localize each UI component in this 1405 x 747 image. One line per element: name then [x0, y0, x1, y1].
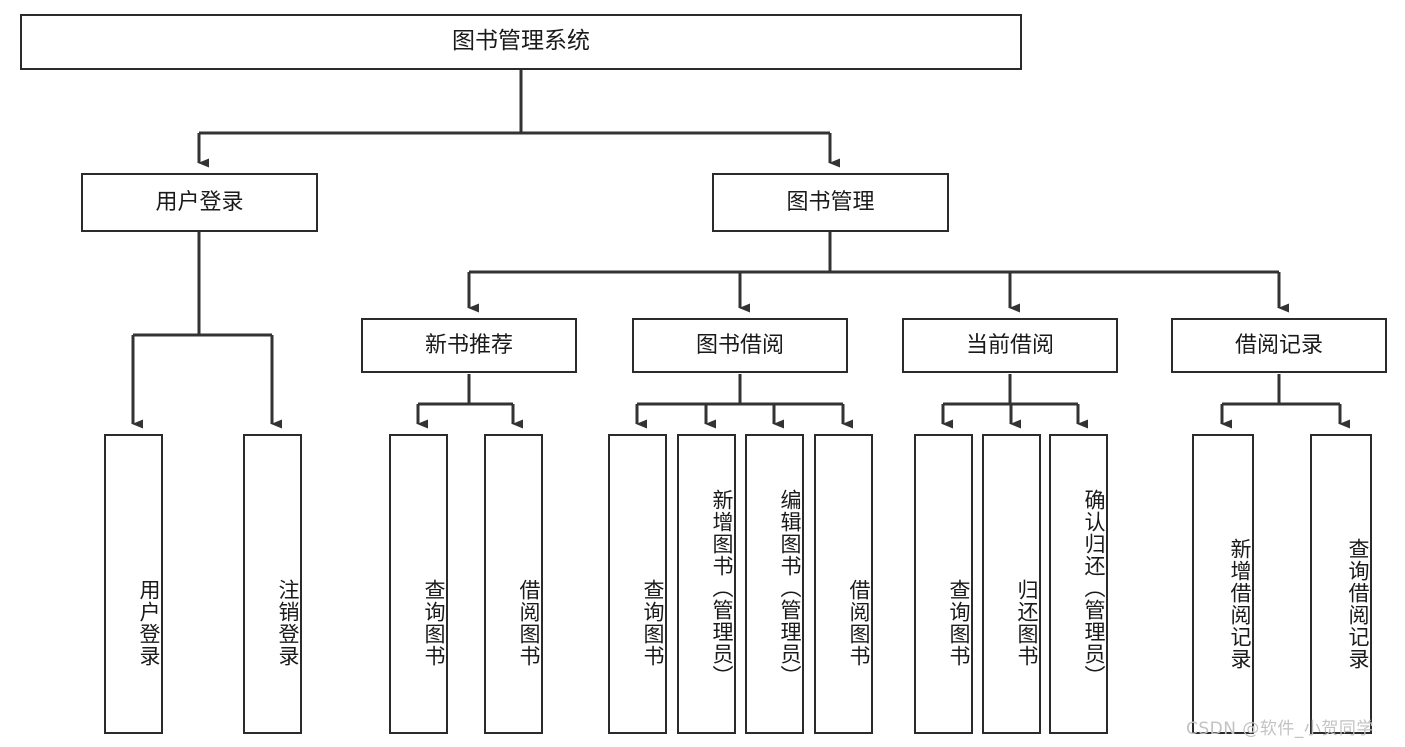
node-root-label: 图书管理系统: [452, 28, 590, 55]
node-leaf-query-book-3-label: 查询图书: [947, 579, 971, 667]
node-leaf-query-book-1-label: 查询图书: [422, 579, 446, 667]
node-leaf-borrow-book-1-label: 借阅图书: [517, 579, 541, 667]
node-leaf-user-login[interactable]: 用户登录: [104, 434, 163, 734]
node-new-book-recommend-label: 新书推荐: [424, 332, 513, 358]
node-book-borrow[interactable]: 图书借阅: [632, 318, 848, 373]
node-new-book-recommend[interactable]: 新书推荐: [361, 318, 577, 373]
node-leaf-query-book-1[interactable]: 查询图书: [389, 434, 448, 734]
node-leaf-user-login-label: 用户登录: [137, 579, 161, 667]
node-leaf-add-record-label: 新增借阅记录: [1228, 538, 1252, 670]
node-leaf-query-book-2[interactable]: 查询图书: [608, 434, 667, 734]
node-leaf-edit-book-label: 编辑图书（管理员）: [778, 489, 802, 687]
node-book-management[interactable]: 图书管理: [712, 173, 949, 232]
node-borrow-record[interactable]: 借阅记录: [1171, 318, 1387, 373]
node-leaf-logout-label: 注销登录: [276, 579, 300, 667]
node-leaf-confirm-return[interactable]: 确认归还（管理员）: [1049, 434, 1108, 734]
node-leaf-query-record-label: 查询借阅记录: [1346, 538, 1370, 670]
node-leaf-add-book-label: 新增图书（管理员）: [710, 489, 734, 687]
node-leaf-borrow-book-2[interactable]: 借阅图书: [814, 434, 873, 734]
node-leaf-return-book-label: 归还图书: [1015, 579, 1039, 667]
node-user-login-label: 用户登录: [155, 189, 244, 215]
node-leaf-borrow-book-1[interactable]: 借阅图书: [484, 434, 543, 734]
node-leaf-borrow-book-2-label: 借阅图书: [847, 579, 871, 667]
node-user-login[interactable]: 用户登录: [81, 173, 318, 232]
node-leaf-add-record[interactable]: 新增借阅记录: [1192, 434, 1254, 734]
node-current-borrow[interactable]: 当前借阅: [902, 318, 1118, 373]
node-current-borrow-label: 当前借阅: [965, 332, 1054, 358]
node-leaf-add-book[interactable]: 新增图书（管理员）: [677, 434, 736, 734]
node-leaf-logout[interactable]: 注销登录: [243, 434, 302, 734]
node-book-management-label: 图书管理: [786, 189, 875, 215]
node-root[interactable]: 图书管理系统: [20, 14, 1022, 70]
node-leaf-edit-book[interactable]: 编辑图书（管理员）: [745, 434, 804, 734]
node-leaf-confirm-return-label: 确认归还（管理员）: [1082, 489, 1106, 687]
node-book-borrow-label: 图书借阅: [695, 332, 784, 358]
node-leaf-query-book-2-label: 查询图书: [641, 579, 665, 667]
node-leaf-return-book[interactable]: 归还图书: [982, 434, 1041, 734]
node-leaf-query-record[interactable]: 查询借阅记录: [1310, 434, 1372, 734]
node-leaf-query-book-3[interactable]: 查询图书: [914, 434, 973, 734]
node-borrow-record-label: 借阅记录: [1234, 332, 1323, 358]
